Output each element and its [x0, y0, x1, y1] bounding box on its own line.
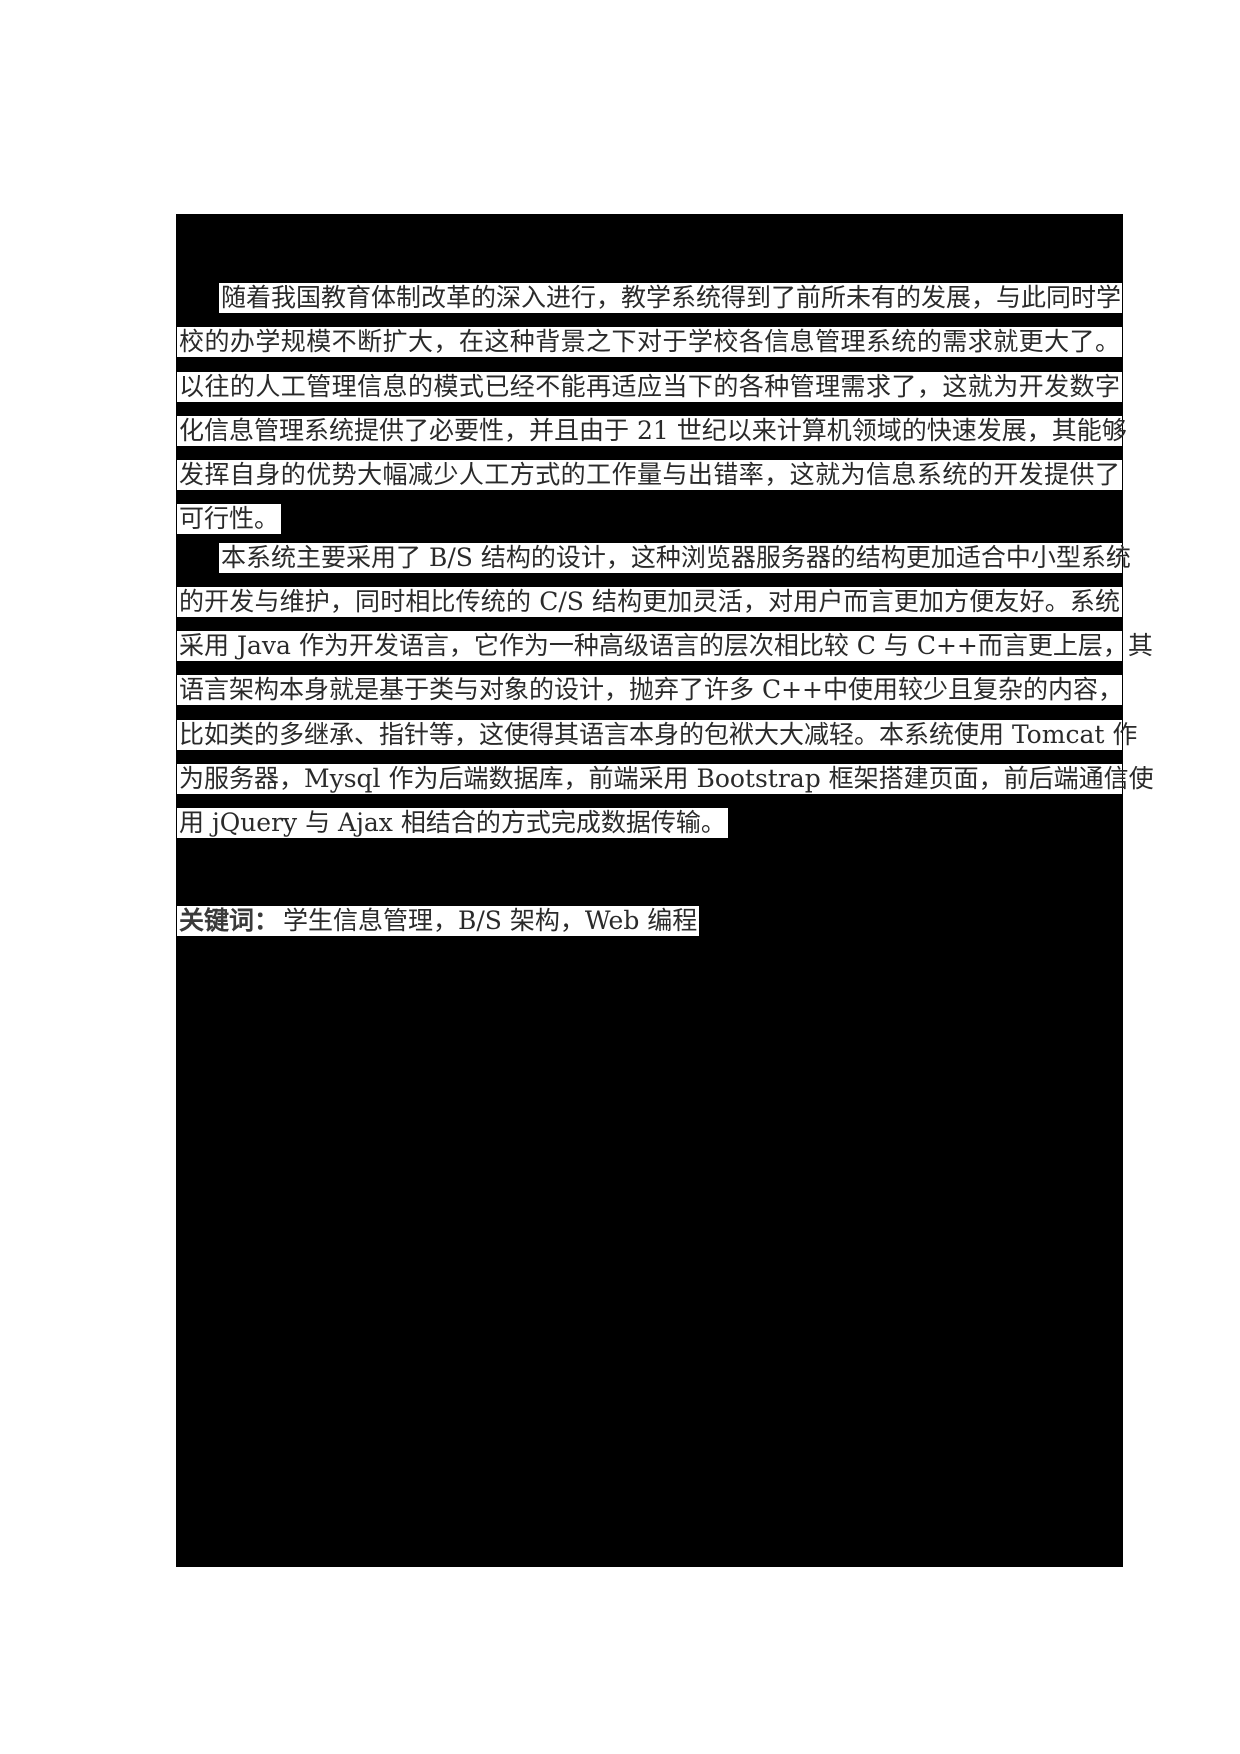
paragraph1-line-2: 校的办学规模不断扩大，在这种背景之下对于学校各信息管理系统的需求就更大了。	[177, 327, 1122, 357]
paragraph1-line-1: 随着我国教育体制改革的深入进行，教学系统得到了前所未有的发展，与此同时学	[219, 283, 1122, 313]
text-line: 为服务器，Mysql 作为后端数据库，前端采用 Bootstrap 框架搭建页面…	[177, 764, 1154, 794]
paragraph2-line-4: 语言架构本身就是基于类与对象的设计，抛弃了许多 C++中使用较少且复杂的内容，	[177, 675, 1123, 705]
paragraph1-line-6: 可行性。	[177, 504, 1122, 534]
text-line: 采用 Java 作为开发语言，它作为一种高级语言的层次相比较 C 与 C++而言…	[177, 631, 1153, 661]
text-line: 用 jQuery 与 Ajax 相结合的方式完成数据传输。	[177, 808, 728, 838]
keywords-value: 学生信息管理，B/S 架构，Web 编程	[281, 906, 700, 936]
text-line: 本系统主要采用了 B/S 结构的设计，这种浏览器服务器的结构更加适合中小型系统	[219, 543, 1131, 573]
paragraph2-line-5: 比如类的多继承、指针等，这使得其语言本身的包袱大大减轻。本系统使用 Tomcat…	[177, 720, 1138, 750]
paragraph1-line-5: 发挥自身的优势大幅减少人工方式的工作量与出错率，这就为信息系统的开发提供了	[177, 460, 1122, 490]
paragraph1-line-3: 以往的人工管理信息的模式已经不能再适应当下的各种管理需求了，这就为开发数字	[177, 372, 1122, 402]
text-line: 化信息管理系统提供了必要性，并且由于 21 世纪以来计算机领域的快速发展，其能够	[177, 416, 1127, 446]
paragraph2-line-2: 的开发与维护，同时相比传统的 C/S 结构更加灵活，对用户而言更加方便友好。系统	[177, 587, 1122, 617]
paragraph2-line-1: 本系统主要采用了 B/S 结构的设计，这种浏览器服务器的结构更加适合中小型系统	[219, 543, 1131, 573]
keywords-label: 关键词：	[177, 906, 282, 936]
text-line: 比如类的多继承、指针等，这使得其语言本身的包袱大大减轻。本系统使用 Tomcat…	[177, 720, 1138, 750]
text-line: 校的办学规模不断扩大，在这种背景之下对于学校各信息管理系统的需求就更大了。	[177, 327, 1122, 357]
paragraph1-line-4: 化信息管理系统提供了必要性，并且由于 21 世纪以来计算机领域的快速发展，其能够	[177, 416, 1127, 446]
paragraph2-line-3: 采用 Java 作为开发语言，它作为一种高级语言的层次相比较 C 与 C++而言…	[177, 631, 1153, 661]
text-line: 可行性。	[177, 504, 282, 534]
text-line: 的开发与维护，同时相比传统的 C/S 结构更加灵活，对用户而言更加方便友好。系统	[177, 587, 1122, 617]
paragraph2-line-7: 用 jQuery 与 Ajax 相结合的方式完成数据传输。	[177, 808, 1122, 838]
text-line: 以往的人工管理信息的模式已经不能再适应当下的各种管理需求了，这就为开发数字	[177, 372, 1122, 402]
text-line: 发挥自身的优势大幅减少人工方式的工作量与出错率，这就为信息系统的开发提供了	[177, 460, 1122, 490]
text-line: 随着我国教育体制改革的深入进行，教学系统得到了前所未有的发展，与此同时学	[219, 283, 1122, 313]
text-line: 语言架构本身就是基于类与对象的设计，抛弃了许多 C++中使用较少且复杂的内容，	[177, 675, 1123, 705]
keywords-line: 关键词：学生信息管理，B/S 架构，Web 编程	[177, 906, 1122, 936]
paragraph2-line-6: 为服务器，Mysql 作为后端数据库，前端采用 Bootstrap 框架搭建页面…	[177, 764, 1154, 794]
